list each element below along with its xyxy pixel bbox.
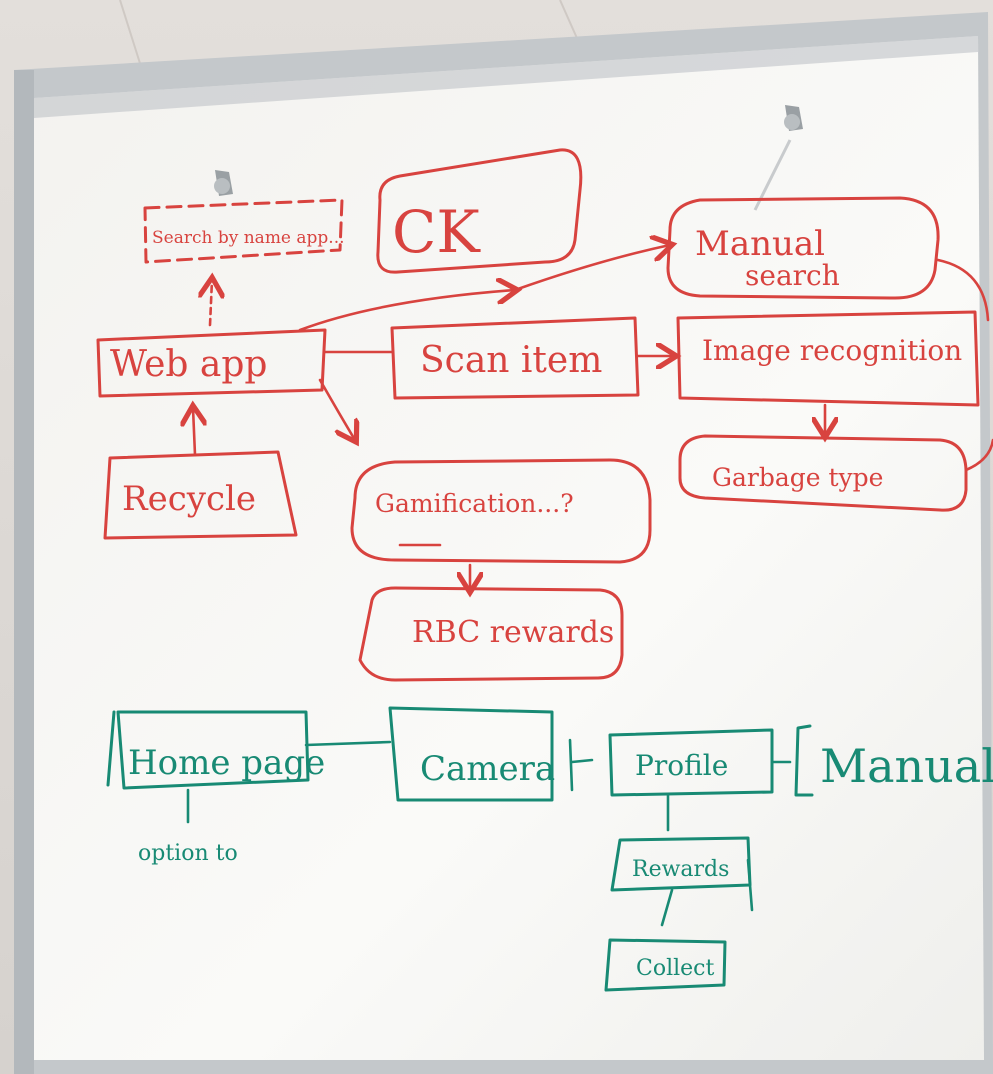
scan-item-label: Scan item: [420, 340, 602, 381]
edge-connector: [936, 258, 993, 472]
camera-box: [388, 706, 554, 802]
line-rewards-to-collect: [660, 888, 674, 927]
home-page-box: [106, 710, 310, 790]
home-page-label: Home page: [128, 743, 325, 783]
option-to-label: option to: [138, 841, 238, 866]
line-home-to-camera: [304, 740, 392, 747]
rewards-side-stroke: [746, 858, 754, 912]
arrow-to-manual-search: [513, 245, 670, 292]
whiteboard-surface: [34, 36, 984, 1060]
arrow-webapp-to-search: [210, 280, 212, 327]
garbage-type-label: Garbage type: [712, 463, 883, 492]
web-app-label: Web app: [110, 344, 267, 385]
rewards-label: Rewards: [632, 857, 729, 882]
search-by-name-label: Search by name app...: [152, 228, 345, 248]
scan-item-box: [390, 316, 640, 400]
recycle-box: [103, 450, 298, 540]
image-recognition-box: [676, 310, 980, 407]
line-camera-to-profile: [568, 738, 594, 792]
rbc-rewards-label: RBC rewards: [412, 615, 614, 650]
manual-search-box: [666, 196, 940, 300]
gamification-box: [350, 458, 652, 564]
arrow-webapp-to-gamification: [318, 378, 355, 440]
profile-box: [608, 728, 774, 797]
camera-label: Camera: [420, 749, 555, 789]
recycle-label: Recycle: [122, 479, 256, 519]
gamification-label: Gamification...?: [375, 489, 574, 518]
rbc-rewards-box: [358, 586, 624, 682]
collect-box: [604, 938, 727, 992]
manual-search-label-line2: search: [745, 259, 840, 292]
board-top-rail: [34, 36, 978, 118]
manual-label: Manual: [820, 739, 993, 793]
arrow-recycle-to-webapp: [193, 408, 195, 457]
ck-box: [376, 148, 583, 274]
manual-bracket: [794, 724, 814, 797]
ck-label: CK: [392, 198, 481, 266]
collect-label: Collect: [636, 956, 714, 981]
image-recognition-label: Image recognition: [702, 334, 962, 367]
board-left-edge: [14, 70, 34, 1074]
magnet-icon: [784, 105, 803, 131]
magnet-icon: [214, 170, 233, 196]
garbage-type-box: [678, 434, 968, 512]
profile-label: Profile: [635, 749, 728, 782]
web-app-box: [96, 328, 327, 398]
arrow-webapp-up: [298, 290, 515, 332]
search-by-name-box: [143, 198, 344, 264]
manual-search-label-line1: Manual: [695, 224, 825, 264]
